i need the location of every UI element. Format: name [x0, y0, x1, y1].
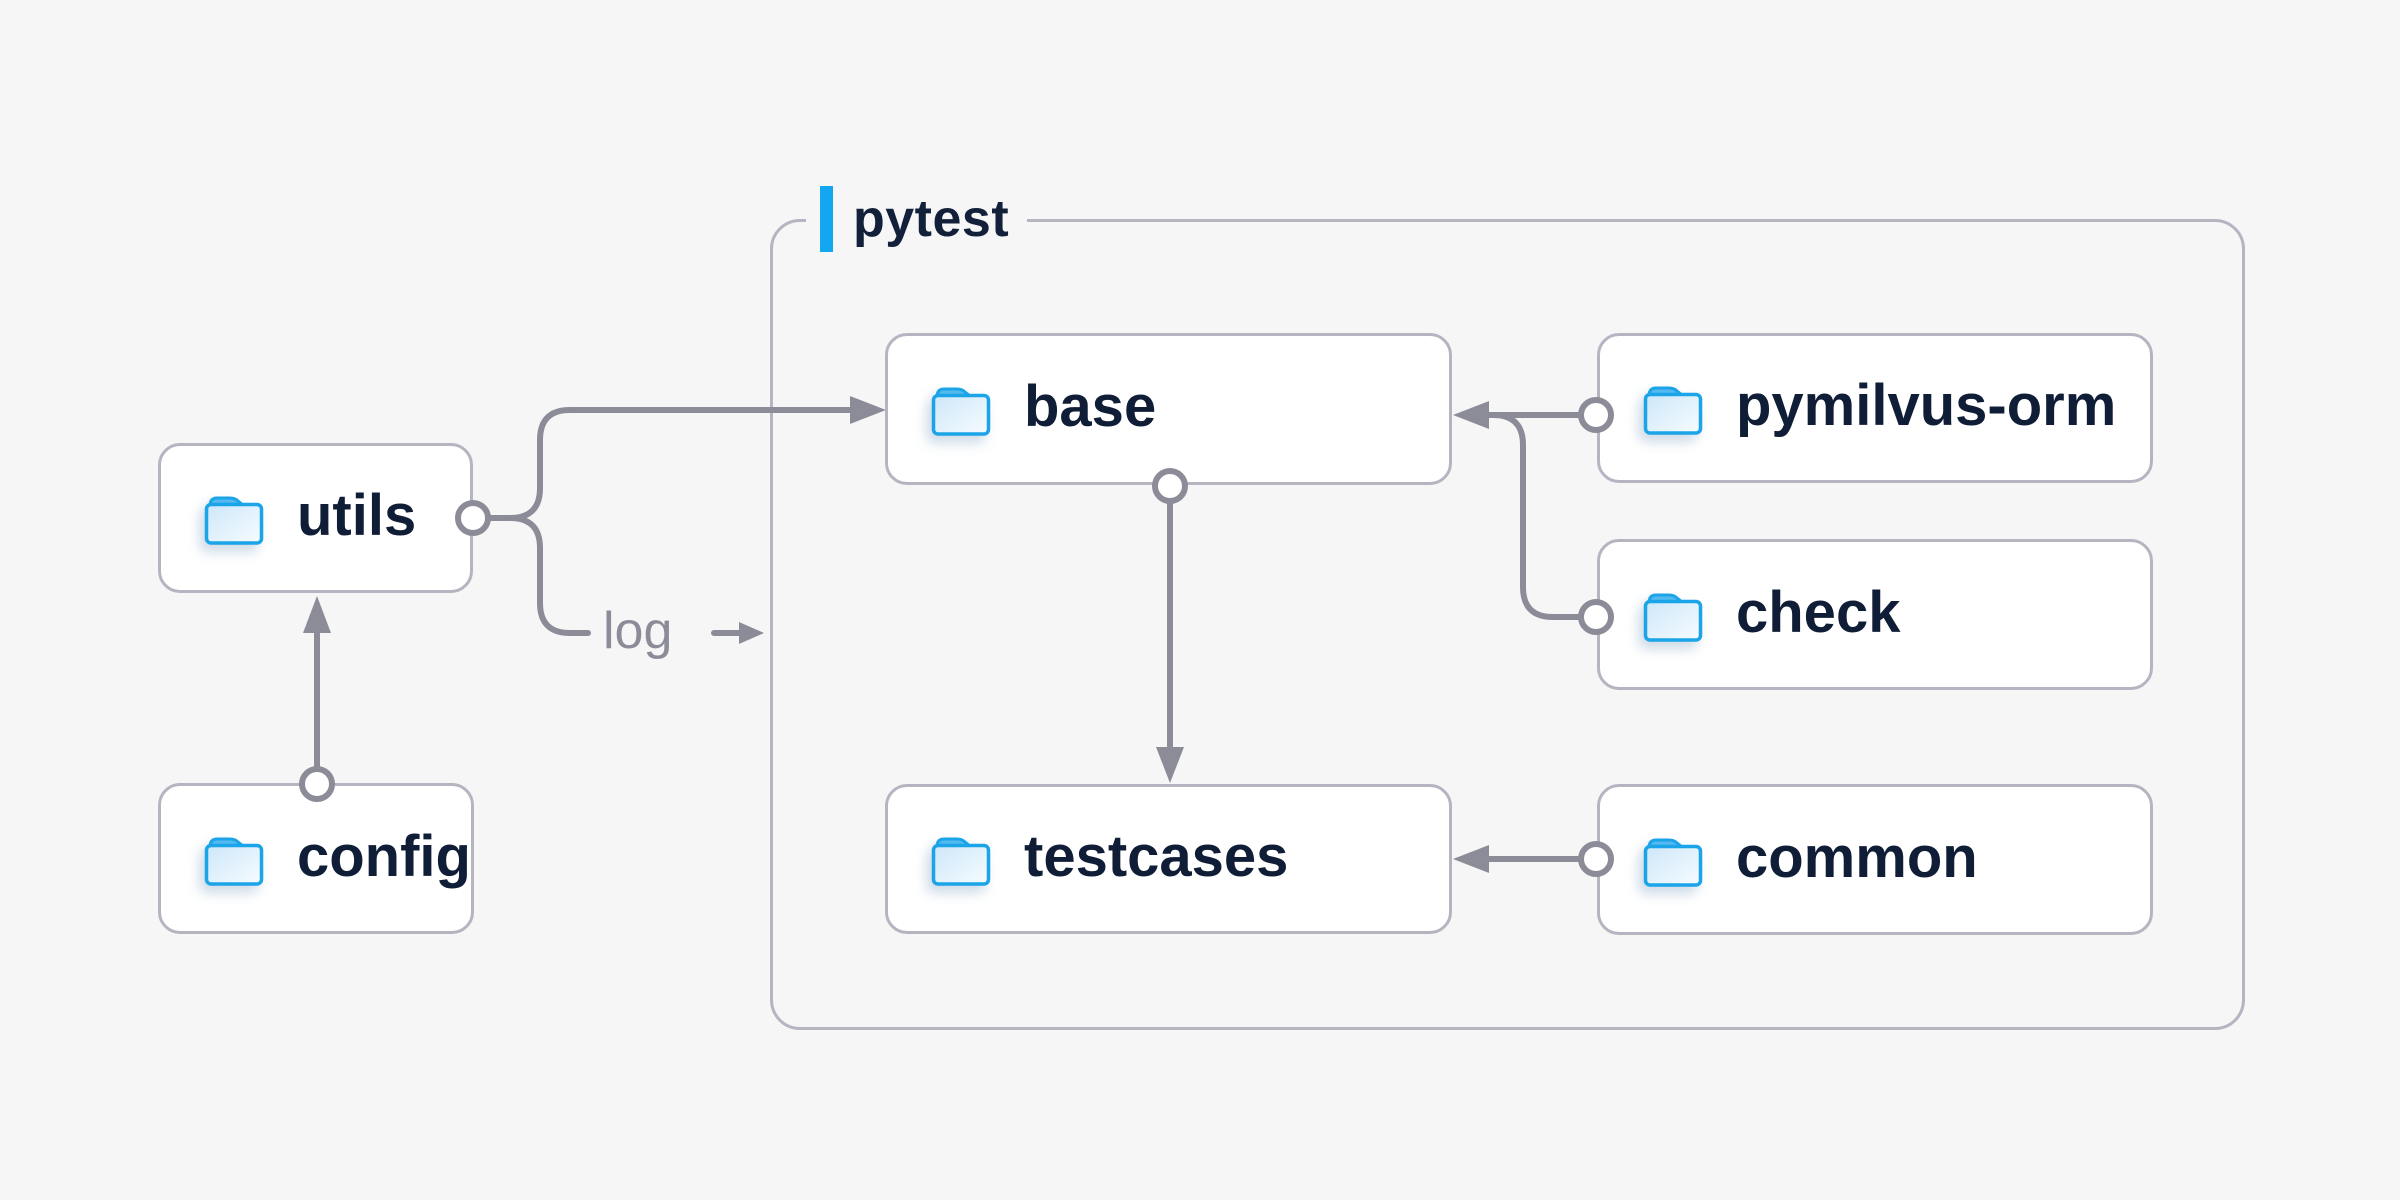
node-utils: utils	[158, 443, 473, 593]
node-label: pymilvus-orm	[1736, 373, 2117, 438]
node-testcases: testcases	[885, 784, 1452, 934]
node-label: check	[1736, 579, 1901, 645]
folder-icon	[1643, 592, 1703, 642]
node-label: common	[1736, 824, 1978, 890]
group-title: pytest	[853, 190, 1010, 248]
arrowhead-up-icon	[303, 596, 331, 633]
accent-bar	[820, 186, 833, 252]
folder-icon	[204, 836, 264, 886]
node-label: config	[297, 823, 471, 889]
folder-icon	[931, 837, 991, 886]
node-config: config	[158, 783, 474, 934]
node-pymilvus-orm: pymilvus-orm	[1597, 333, 2153, 483]
folder-icon	[1643, 386, 1703, 435]
folder-icon	[204, 496, 264, 545]
node-base: base	[885, 333, 1452, 485]
node-label: base	[1024, 374, 1157, 439]
node-common: common	[1597, 784, 2153, 935]
node-label: utils	[297, 483, 417, 548]
edge-utils-to-log	[507, 515, 591, 636]
edge-label-log: log	[603, 601, 673, 660]
pytest-group-label: pytest	[806, 178, 1028, 260]
node-label: testcases	[1024, 824, 1289, 889]
folder-icon	[931, 387, 991, 436]
pytest-group-container	[770, 219, 2245, 1030]
arrowhead-small-right-icon	[739, 622, 764, 644]
node-check: check	[1597, 539, 2153, 690]
folder-icon	[1643, 837, 1703, 887]
